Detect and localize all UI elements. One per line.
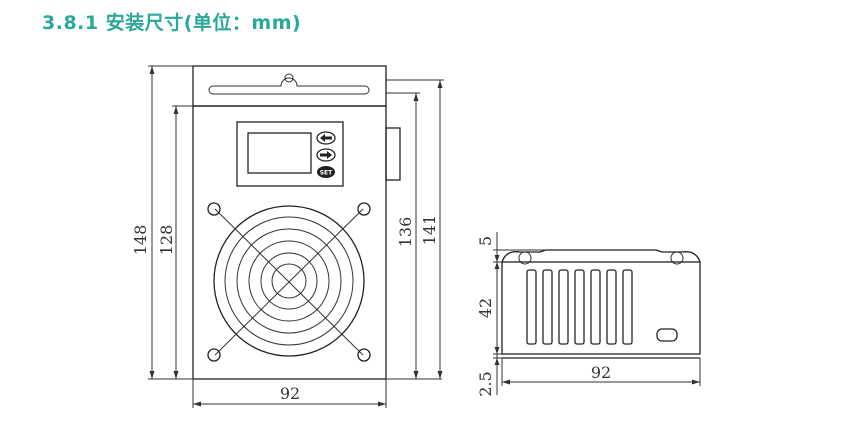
dim-right-inner: 136	[396, 217, 415, 248]
right-arrow-button[interactable]	[316, 148, 336, 162]
dim-total-height: 148	[131, 225, 150, 256]
side-body	[501, 261, 701, 355]
vent-slots	[526, 269, 633, 345]
dim-body-height: 128	[157, 225, 176, 256]
screw-hole-top-left	[207, 202, 221, 216]
screw-hole-bottom-right	[357, 348, 371, 362]
section-title: 3.8.1 安装尺寸(单位：mm)	[42, 12, 302, 34]
dim-side-height: 42	[476, 298, 495, 318]
side-top-cover	[501, 249, 701, 263]
dim-side-top: 5	[476, 236, 495, 246]
left-arrow-button[interactable]	[316, 131, 336, 145]
hang-hole	[284, 73, 294, 83]
fan-grille	[213, 205, 365, 357]
front-view: SET 148 128 136	[131, 65, 444, 408]
right-arrow-icon	[320, 151, 332, 159]
lcd-screen	[247, 132, 312, 174]
dim-right-outer: 141	[420, 215, 439, 246]
dim-side-width: 92	[591, 363, 611, 382]
set-label: SET	[320, 170, 333, 177]
control-panel	[236, 121, 344, 187]
side-port	[656, 328, 678, 342]
side-bracket	[385, 127, 401, 181]
dim-width: 92	[280, 384, 300, 403]
screw-hole-bottom-left	[207, 348, 221, 362]
set-button[interactable]: SET	[317, 166, 335, 178]
screw-hole-top-right	[357, 202, 371, 216]
hanging-slot	[208, 77, 370, 95]
left-arrow-icon	[320, 134, 332, 142]
dim-side-bottom: 2.5	[476, 371, 495, 396]
enclosure-body	[192, 105, 387, 380]
side-view: 5 42 2.5 92	[476, 232, 701, 397]
